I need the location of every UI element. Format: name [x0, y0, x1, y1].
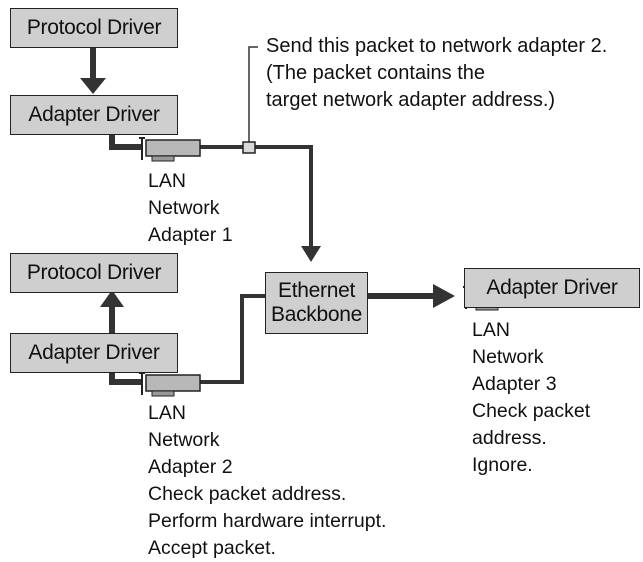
adapter1-label-line: LAN	[148, 170, 186, 192]
adapter2-label-line: Adapter 2	[148, 456, 233, 478]
right-adapter-driver-box: Adapter Driver	[464, 268, 640, 308]
adapter3-label-line: Ignore.	[472, 454, 533, 476]
adapter1-label-line: Network	[148, 197, 220, 219]
top-adapter-driver-box: Adapter Driver	[10, 95, 178, 135]
adapter2-label-line: LAN	[148, 402, 186, 424]
nic2-to-backbone-wire	[200, 294, 265, 384]
adapter3-label-line: Network	[472, 346, 544, 368]
bottom-adapter-driver-box: Adapter Driver	[10, 333, 178, 373]
callout-line-3: target network adapter address.)	[266, 89, 556, 111]
backbone-down-arrowhead	[301, 246, 321, 262]
callout-line-2: (The packet contains the	[266, 62, 486, 84]
bottom-protocol-driver-box: Protocol Driver	[10, 253, 178, 293]
backbone-line-2: Backbone	[270, 303, 362, 326]
adapter3-label: LAN Network Adapter 3 Check packet addre…	[472, 317, 590, 479]
backbone-to-adapter3-arrow	[368, 284, 455, 308]
adapter3-label-line: LAN	[472, 319, 510, 341]
network-card-2	[139, 372, 201, 397]
callout-text: Send this packet to network adapter 2. (…	[266, 33, 607, 114]
adapter2-label: LAN Network Adapter 2 Check packet addre…	[148, 400, 386, 562]
callout-bracket	[248, 46, 258, 142]
adapter2-label-line: Accept packet.	[148, 537, 276, 559]
adapter2-label-line: Network	[148, 429, 220, 451]
callout-line-1: Send this packet to network adapter 2.	[266, 35, 608, 57]
ethernet-backbone-box: Ethernet Backbone	[265, 272, 368, 334]
top-protocol-driver-box: Protocol Driver	[10, 8, 178, 48]
adapter3-label-line: address.	[472, 427, 547, 449]
adapter2-label-line: Check packet address.	[148, 483, 347, 505]
adapter2-label-line: Perform hardware interrupt.	[148, 510, 387, 532]
adapter3-label-line: Adapter 3	[472, 373, 557, 395]
square-to-backbone-wire	[255, 145, 313, 248]
adapter1-label: LAN Network Adapter 1	[148, 168, 233, 249]
network-card-1	[139, 137, 201, 162]
bottom-adapter-to-protocol-arrow	[100, 290, 124, 338]
adapter1-label-line: Adapter 1	[148, 224, 233, 246]
adapter3-label-line: Check packet	[472, 400, 591, 422]
top-protocol-to-adapter-arrow	[80, 48, 106, 94]
packet-square	[242, 141, 256, 154]
backbone-line-1: Ethernet	[278, 279, 355, 302]
